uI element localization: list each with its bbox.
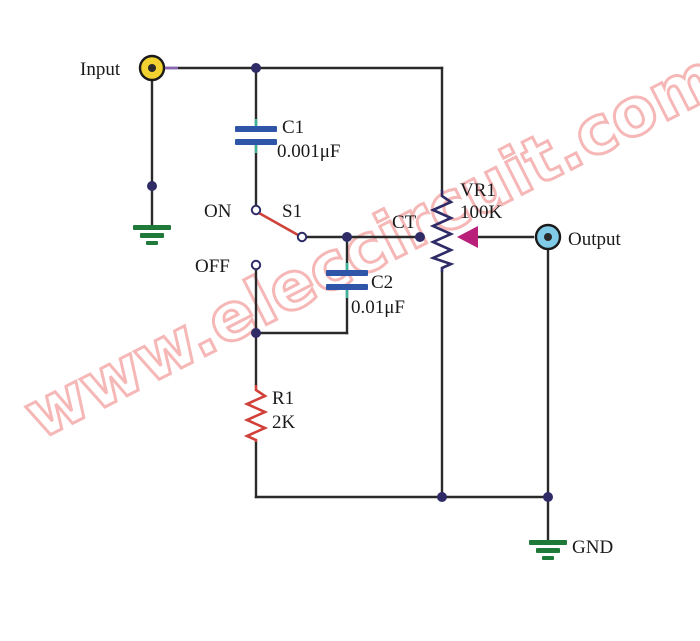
node-bottom-gnd — [543, 492, 553, 502]
capacitor-c2 — [326, 263, 368, 298]
node-top-c1 — [251, 63, 261, 73]
label-gnd: GND — [572, 537, 613, 558]
ground-symbol-input — [133, 225, 171, 245]
label-c2-value: 0.01μF — [351, 297, 405, 318]
label-switch-on: ON — [204, 201, 232, 222]
label-switch-off: OFF — [195, 256, 230, 277]
node-ct — [415, 232, 425, 242]
label-r1-value: 2K — [272, 412, 296, 433]
capacitor-c1 — [235, 119, 277, 153]
input-jack — [138, 54, 166, 82]
label-vr1-value: 100K — [460, 202, 503, 223]
potentiometer-vr1 — [429, 190, 455, 272]
switch-contact-on — [250, 204, 262, 216]
wires — [150, 66, 550, 542]
label-input: Input — [80, 59, 121, 80]
junction-nodes — [147, 63, 553, 502]
switch-contact-off — [250, 259, 262, 271]
label-vr1-ref: VR1 — [460, 180, 496, 201]
resistor-r1 — [243, 385, 269, 442]
switch-blade — [257, 211, 300, 237]
label-c1-ref: C1 — [282, 117, 304, 138]
node-off-r1 — [251, 328, 261, 338]
label-output: Output — [568, 229, 622, 250]
switch-contact-common — [296, 231, 308, 243]
label-center-tap: CT — [392, 212, 417, 233]
ground-symbol-output — [529, 540, 567, 560]
label-s1-ref: S1 — [282, 201, 302, 222]
node-input-ground — [147, 181, 157, 191]
label-c1-value: 0.001μF — [277, 141, 341, 162]
node-c2-top — [342, 232, 352, 242]
switch-s1 — [250, 204, 308, 271]
node-bottom-vr1 — [437, 492, 447, 502]
label-r1-ref: R1 — [272, 388, 294, 409]
label-c2-ref: C2 — [371, 272, 393, 293]
output-jack — [534, 223, 562, 251]
wiper-arrow-icon — [457, 226, 478, 248]
